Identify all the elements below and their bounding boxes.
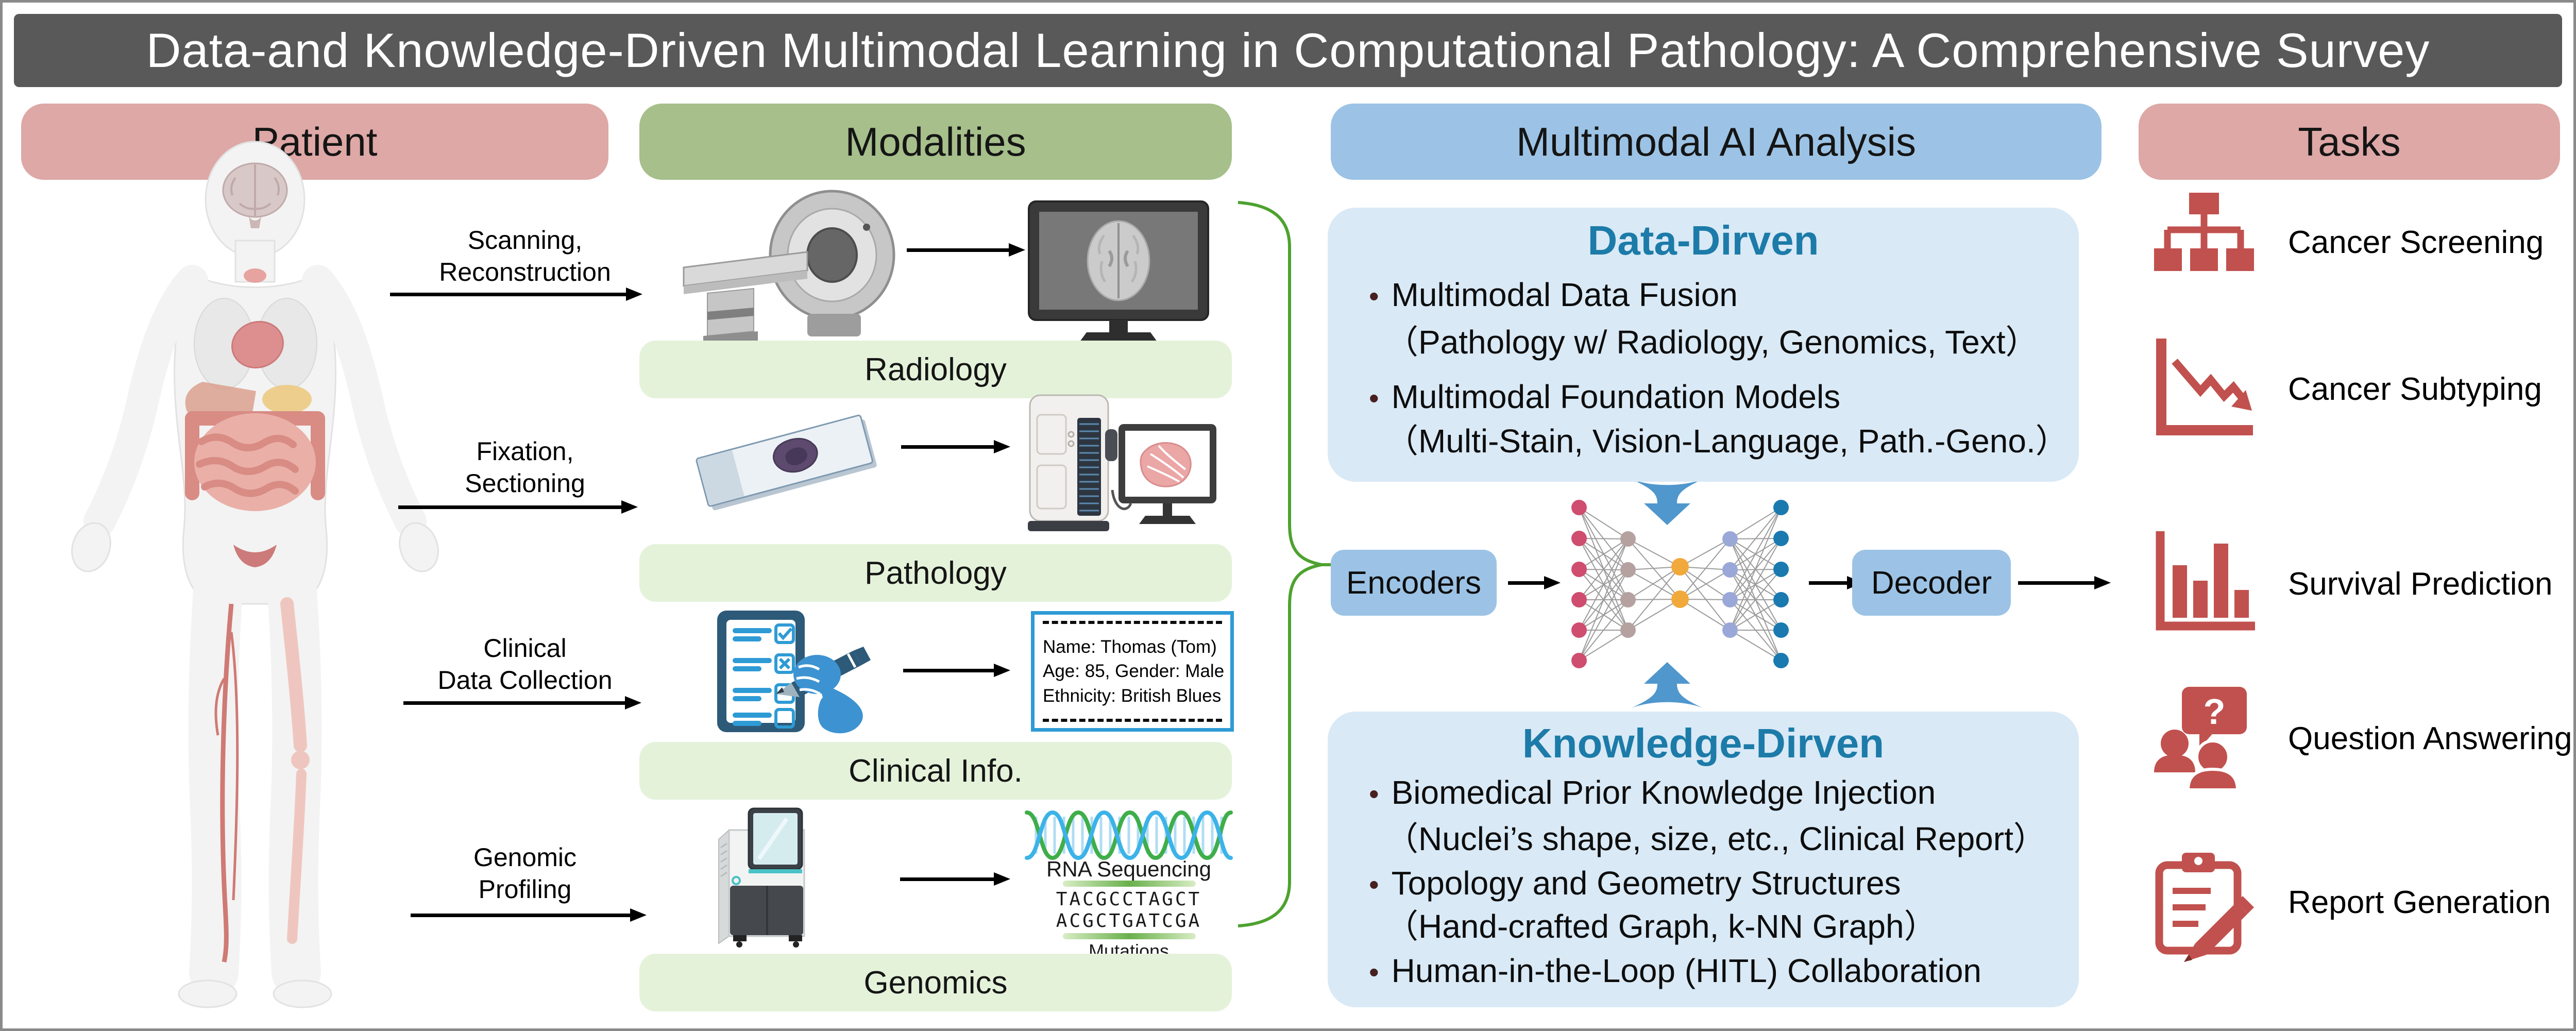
- sequence-line: TACGCCTAGCT: [1056, 889, 1202, 910]
- flow-arrow-icon: [1508, 576, 1561, 589]
- dna-sequencer-icon: [718, 807, 805, 948]
- clinical-form-icon: [717, 611, 871, 734]
- flow-arrow-icon: [2018, 576, 2111, 589]
- process-line: Scanning,: [467, 226, 583, 255]
- process-line: Genomic: [473, 843, 577, 872]
- bar-chart-icon: [2156, 531, 2255, 631]
- flow-arrow-icon: [900, 872, 1010, 886]
- flow-arrow-icon: [907, 243, 1025, 257]
- data-driven-bullet-sub: （Pathology w/ Radiology, Genomics, Text）: [1385, 324, 2039, 361]
- hierarchy-icon: [2154, 193, 2254, 271]
- data-driven-arrow-icon: [1632, 479, 1703, 525]
- process-label-genomic: Genomic Profiling: [378, 841, 672, 905]
- banner-label: Pathology: [865, 555, 1007, 591]
- encoders-box: Encoders: [1331, 550, 1497, 616]
- clinical-info-card: Name: Thomas (Tom) Age: 85, Gender: Male…: [1031, 611, 1234, 732]
- process-arrow-icon: [411, 908, 647, 922]
- process-line: Fixation,: [476, 437, 574, 466]
- task-label: Report Generation: [2288, 885, 2551, 920]
- dashed-divider: [1043, 621, 1222, 624]
- data-driven-title: Data-Dirven: [1587, 217, 1819, 263]
- knowledge-driven-arrow-icon: [1632, 662, 1703, 708]
- knowledge-driven-bullet: Human-in-the-Loop (HITL) Collaboration: [1369, 952, 1981, 990]
- svg-text:?: ?: [2204, 691, 2226, 732]
- knowledge-driven-title: Knowledge-Dirven: [1522, 720, 1885, 766]
- tissue-slide-icon: [696, 414, 877, 511]
- knowledge-driven-bullet-sub: （Hand-crafted Graph, k-NN Graph）: [1385, 908, 1937, 945]
- knowledge-driven-bullet: Biomedical Prior Knowledge Injection: [1369, 773, 1936, 812]
- process-arrow-icon: [390, 288, 642, 301]
- process-line: Clinical: [483, 634, 567, 663]
- process-line: Data Collection: [437, 666, 613, 695]
- decoder-label: Decoder: [1871, 565, 1992, 601]
- clinical-card-line: Age: 85, Gender: Male: [1043, 661, 1225, 682]
- task-label: Question Answering: [2288, 721, 2572, 756]
- gene-divider-bar: [1063, 881, 1196, 887]
- modalities-header-label: Modalities: [845, 119, 1026, 164]
- process-label-radiology: Scanning, Reconstruction: [378, 224, 672, 288]
- data-driven-panel: [1328, 208, 2079, 482]
- banner-label: Clinical Info.: [849, 753, 1023, 789]
- banner-label: Genomics: [863, 965, 1008, 1001]
- question-people-icon: ?: [2154, 687, 2247, 791]
- process-arrow-icon: [398, 500, 638, 514]
- rna-sequencing-label: RNA Sequencing: [1046, 857, 1211, 881]
- overlay-graphics: [1238, 201, 1789, 927]
- banner-genomics: Genomics: [639, 954, 1232, 1011]
- mri-scanner-icon: [683, 190, 895, 347]
- encoders-label: Encoders: [1346, 565, 1481, 601]
- tasks-header-label: Tasks: [2298, 119, 2401, 164]
- process-label-pathology: Fixation, Sectioning: [378, 435, 672, 499]
- banner-clinical-info: Clinical Info.: [639, 742, 1232, 800]
- knowledge-driven-bullet-sub: （Nuclei’s shape, size, etc., Clinical Re…: [1385, 820, 2046, 857]
- banner-radiology: Radiology: [639, 341, 1232, 398]
- ai-header-label: Multimodal AI Analysis: [1516, 119, 1916, 164]
- organs-illustration: [185, 162, 325, 962]
- modalities-column-header: Modalities: [639, 104, 1232, 180]
- tasks-column-header: Tasks: [2139, 104, 2560, 180]
- task-label: Cancer Subtyping: [2288, 371, 2542, 407]
- knowledge-driven-bullet: Topology and Geometry Structures: [1369, 864, 1901, 902]
- process-line: Profiling: [478, 875, 572, 904]
- data-driven-bullet-sub: （Multi-Stain, Vision-Language, Path.-Gen…: [1385, 422, 2069, 460]
- slide-scanner-icon: [1028, 394, 1216, 531]
- clinical-card-line: Name: Thomas (Tom): [1043, 636, 1217, 657]
- patient-column-header: Patient: [21, 104, 608, 180]
- clinical-card-line: Ethnicity: British Blues: [1043, 685, 1222, 706]
- dashed-divider: [1043, 719, 1222, 722]
- decoder-box: Decoder: [1852, 550, 2011, 616]
- data-driven-bullet: Multimodal Data Fusion: [1369, 276, 1738, 314]
- sequence-line: ACGCTGATCGA: [1056, 910, 1202, 932]
- title-bar: Data-and Knowledge-Driven Multimodal Lea…: [14, 14, 2562, 87]
- process-label-clinical: Clinical Data Collection: [378, 632, 672, 696]
- banner-pathology: Pathology: [639, 544, 1232, 602]
- patient-body-icon: [71, 141, 439, 1008]
- gene-divider-bar: [1063, 933, 1196, 939]
- report-pencil-icon: [2155, 853, 2254, 962]
- data-driven-bullet: Multimodal Foundation Models: [1369, 378, 1841, 416]
- flow-arrow-icon: [1809, 576, 1863, 589]
- flow-arrow-icon: [903, 664, 1010, 677]
- flow-arrow-icon: [901, 440, 1010, 453]
- dna-helix-icon: [1025, 810, 1233, 860]
- trend-down-icon: [2156, 339, 2253, 435]
- modalities-brace: [1238, 201, 1322, 927]
- process-line: Reconstruction: [439, 258, 611, 286]
- task-label: Survival Prediction: [2288, 566, 2553, 602]
- neural-network-icon: [1571, 500, 1789, 668]
- figure-title: Data-and Knowledge-Driven Multimodal Lea…: [146, 23, 2430, 77]
- banner-label: Radiology: [865, 351, 1007, 387]
- ai-column-header: Multimodal AI Analysis: [1331, 104, 2102, 180]
- process-arrow-icon: [403, 696, 641, 709]
- process-line: Sectioning: [465, 469, 585, 498]
- radiology-monitor-icon: [1028, 200, 1209, 344]
- task-label: Cancer Screening: [2288, 225, 2544, 260]
